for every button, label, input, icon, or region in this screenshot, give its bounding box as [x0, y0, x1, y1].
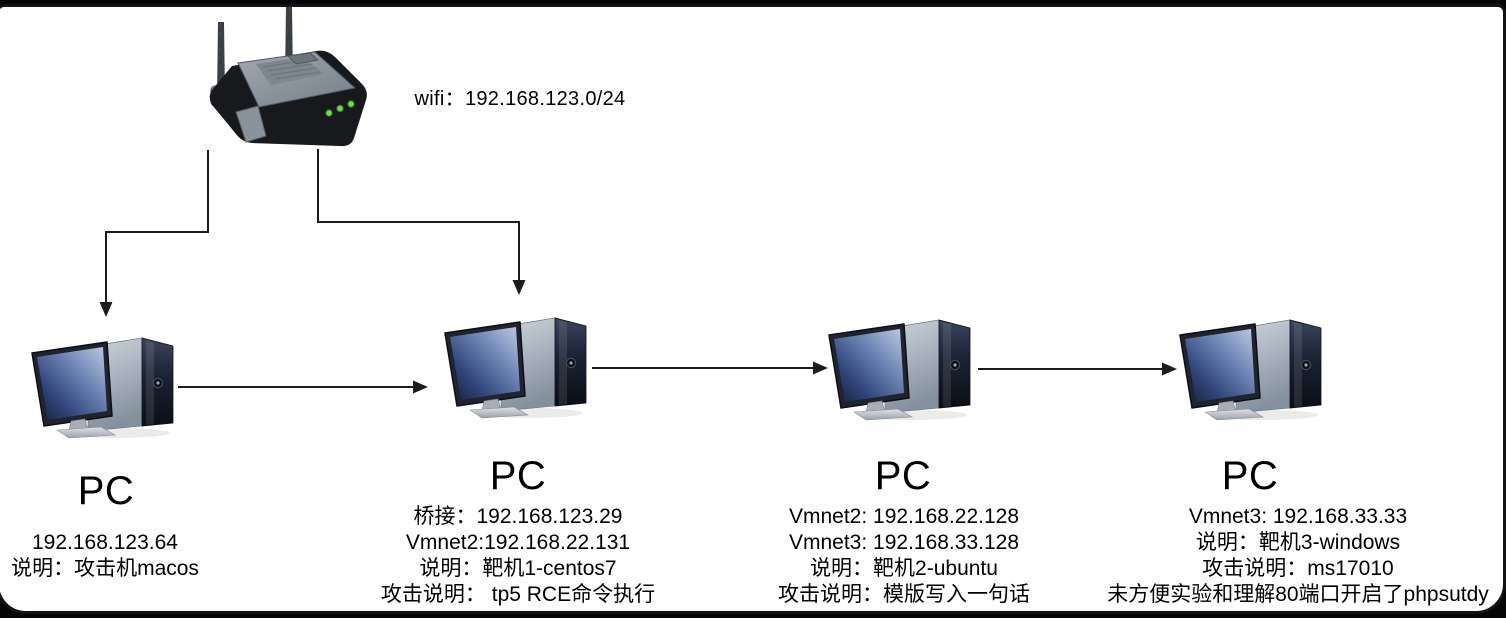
pc1-title: PC — [77, 469, 135, 513]
connector-router-to-pc2 — [317, 149, 526, 295]
connector-pc2-to-pc3 — [592, 361, 828, 375]
pc-icon — [1179, 319, 1322, 421]
pc4-info: Vmnet3: 192.168.33.33 说明：靶机3-windows 攻击说… — [1107, 504, 1489, 608]
pc-info-line: Vmnet3: 192.168.33.33 — [1188, 505, 1408, 528]
pc-info-line: 说明：靶机2-ubuntu — [810, 557, 998, 580]
pc4-title: PC — [1221, 454, 1279, 498]
pc2-title: PC — [489, 454, 547, 498]
connector-pc3-to-pc4 — [978, 362, 1177, 376]
pc-info-line: 未方便实验和理解80端口开启了phpsutdy — [1107, 583, 1489, 606]
wifi-network-label: wifi：192.168.123.0/24 — [414, 88, 626, 110]
connector-pc1-to-pc2 — [178, 380, 428, 394]
pc-info-line: 192.168.123.64 — [32, 531, 178, 554]
pc-icon — [444, 317, 587, 419]
pc-info-line: Vmnet3: 192.168.33.128 — [788, 531, 1019, 554]
pc-info-line: 攻击说明：模版写入一句话 — [778, 583, 1030, 606]
pc-info-line: Vmnet2:192.168.22.131 — [405, 531, 631, 554]
pc-icon — [31, 337, 174, 439]
pc-info-line: Vmnet2: 192.168.22.128 — [788, 505, 1019, 528]
wifi-router-icon — [209, 7, 367, 147]
connector-router-to-pc1 — [99, 150, 209, 317]
pc-info-line: 说明：靶机3-windows — [1195, 531, 1401, 554]
pc2-info: 桥接：192.168.123.29 Vmnet2:192.168.22.131 … — [381, 504, 655, 608]
pc-icon — [828, 319, 971, 421]
pc-info-line: 桥接：192.168.123.29 — [413, 505, 623, 528]
pc-info-line: 说明：攻击机macos — [11, 557, 199, 580]
pc-info-line: 攻击说明： tp5 RCE命令执行 — [380, 583, 656, 606]
pc-info-line: 攻击说明：ms17010 — [1202, 557, 1394, 580]
pc-info-line: 说明：靶机1-centos7 — [419, 557, 617, 580]
pc3-title: PC — [874, 454, 932, 498]
pc3-info: Vmnet2: 192.168.22.128 Vmnet3: 192.168.3… — [778, 504, 1030, 608]
pc1-info: 192.168.123.64 说明：攻击机macos — [11, 530, 199, 582]
